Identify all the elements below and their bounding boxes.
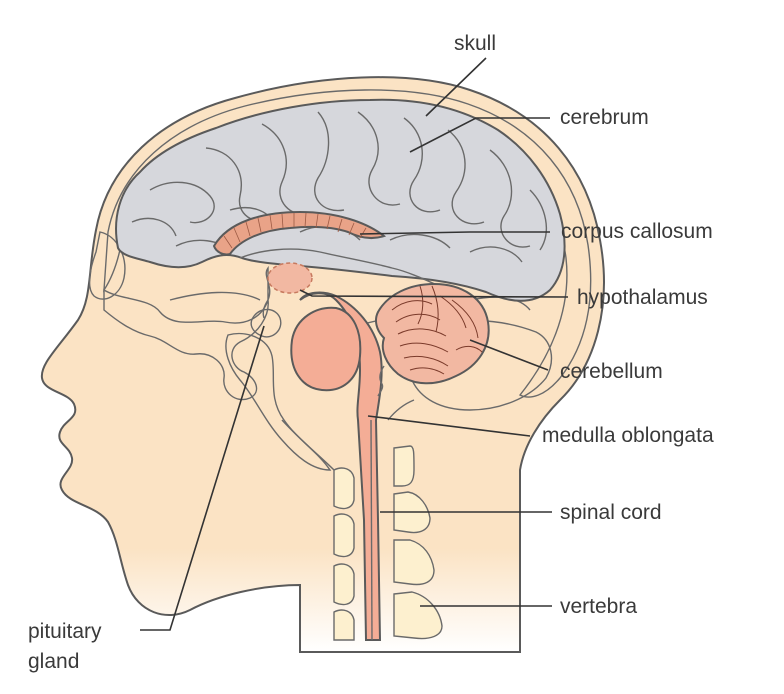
vertebra-front-3 bbox=[333, 563, 355, 606]
leader-cerebellum bbox=[469, 339, 549, 371]
vertebra-3 bbox=[393, 539, 435, 586]
brain-base-line bbox=[169, 291, 261, 301]
corpus-callosum-shape bbox=[212, 210, 387, 256]
label-cerebrum: cerebrum bbox=[560, 106, 649, 129]
pituitary-gland-shape bbox=[250, 308, 282, 338]
label-corpus-callosum: corpus callosum bbox=[561, 220, 713, 243]
label-cerebellum: cerebellum bbox=[560, 360, 663, 383]
pituitary-stalk bbox=[262, 299, 269, 319]
label-spinal-cord: spinal cord bbox=[560, 501, 662, 524]
leader-skull bbox=[425, 57, 487, 117]
leader-pituitary bbox=[140, 325, 265, 631]
vertebra-front-1 bbox=[333, 467, 355, 510]
leader-medulla bbox=[367, 415, 531, 437]
label-pituitary-line2: gland bbox=[28, 650, 79, 673]
pons-shape bbox=[290, 306, 362, 392]
leader-hypothalamus bbox=[299, 289, 569, 298]
label-hypothalamus: hypothalamus bbox=[577, 286, 708, 309]
jaw-bone bbox=[225, 332, 332, 471]
label-skull: skull bbox=[454, 32, 496, 55]
hypothalamus-region bbox=[267, 262, 313, 294]
brainstem-shape bbox=[299, 291, 383, 641]
vertebra-front-2 bbox=[333, 513, 355, 558]
cerebellum-folia bbox=[391, 285, 483, 375]
occipital-curve bbox=[387, 399, 415, 421]
skull-base-bones bbox=[103, 265, 271, 401]
leader-corpus-callosum bbox=[359, 231, 550, 235]
vertebra-1 bbox=[393, 445, 415, 487]
leader-cerebrum bbox=[409, 117, 550, 153]
label-pituitary-line1: pituitary bbox=[28, 620, 102, 643]
leader-lines bbox=[140, 57, 569, 631]
skull-base-curve bbox=[281, 419, 335, 471]
vertebra-front-4 bbox=[333, 609, 355, 641]
corpus-callosum-striations bbox=[223, 212, 367, 249]
spinal-cord-line bbox=[370, 419, 373, 641]
cerebellum-stalk bbox=[377, 365, 385, 397]
label-medulla-oblongata: medulla oblongata bbox=[542, 424, 714, 447]
fornix bbox=[239, 248, 449, 291]
label-vertebra: vertebra bbox=[560, 595, 637, 618]
vertebra-4 bbox=[393, 591, 443, 640]
